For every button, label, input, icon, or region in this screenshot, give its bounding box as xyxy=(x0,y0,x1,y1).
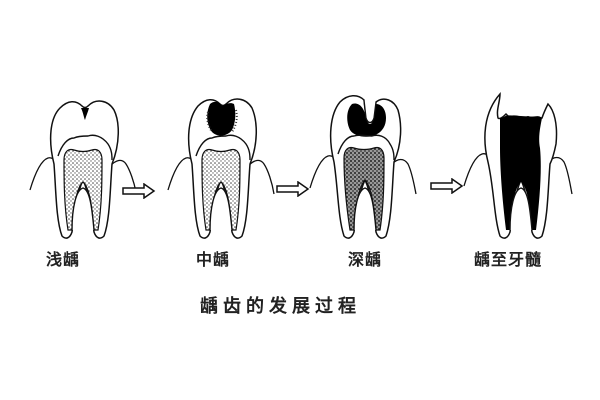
arrow-icon xyxy=(276,181,310,197)
arrow-icon xyxy=(122,183,156,199)
stage-label-medium: 中龋 xyxy=(196,250,231,269)
stage-label-pulp: 龋至牙髓 xyxy=(474,250,543,269)
tooth-deep-caries xyxy=(309,95,417,239)
stage-label-deep: 深龋 xyxy=(348,250,383,269)
tooth-shallow-caries xyxy=(29,100,137,239)
arrow-icon xyxy=(430,178,464,194)
diagram-caption: 龋齿的发展过程 xyxy=(200,296,361,317)
stage-label-shallow: 浅龋 xyxy=(46,250,81,269)
tooth-pulp-caries xyxy=(463,92,573,239)
tooth-medium-caries xyxy=(167,98,275,239)
